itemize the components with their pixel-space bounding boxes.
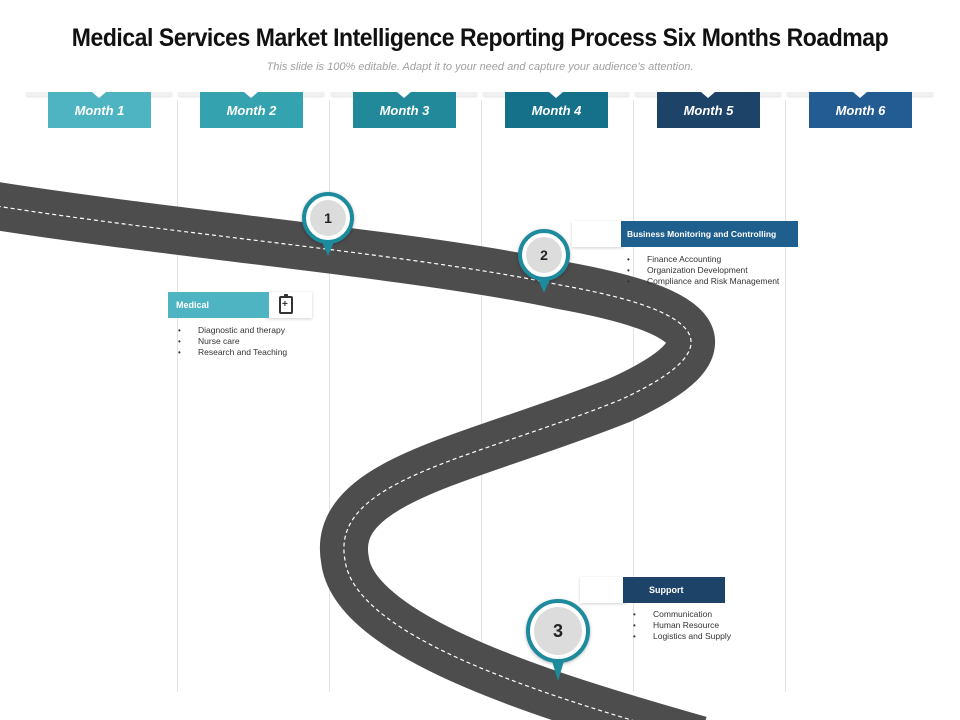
card-title: Medical <box>168 292 269 318</box>
list-item: Logistics and Supply <box>633 631 763 642</box>
card-list: Diagnostic and therapy Nurse care Resear… <box>178 325 348 358</box>
list-item: Compliance and Risk Management <box>627 276 797 287</box>
card-support: Support Communication Human Resource Log… <box>580 577 740 647</box>
month-tab-2: Month 2 <box>178 92 324 128</box>
milestone-pin-3: 3 <box>526 599 590 681</box>
month-tab-5: Month 5 <box>635 92 781 128</box>
list-item: Communication <box>633 609 763 620</box>
road-surface <box>0 182 715 720</box>
month-label: Month 6 <box>809 92 912 128</box>
milestone-pin-2: 2 <box>518 229 570 293</box>
milestone-pin-1: 1 <box>302 192 354 256</box>
month-label: Month 4 <box>505 92 608 128</box>
list-item: Diagnostic and therapy <box>178 325 348 336</box>
column-divider <box>785 100 786 692</box>
month-tab-3: Month 3 <box>331 92 477 128</box>
month-label: Month 2 <box>200 92 303 128</box>
card-title: Support <box>623 577 725 603</box>
list-item: Nurse care <box>178 336 348 347</box>
milestone-number: 3 <box>534 607 582 655</box>
month-label: Month 1 <box>48 92 151 128</box>
list-item: Finance Accounting <box>627 254 797 265</box>
month-tab-6: Month 6 <box>787 92 933 128</box>
column-divider <box>177 100 178 692</box>
card-business-monitoring: Business Monitoring and Controlling Fina… <box>572 221 798 301</box>
list-item: Organization Development <box>627 265 797 276</box>
milestone-number: 1 <box>310 200 346 236</box>
card-medical: Medical Diagnostic and therapy Nurse car… <box>168 292 328 362</box>
milestone-number: 2 <box>526 237 562 273</box>
card-list: Communication Human Resource Logistics a… <box>633 609 763 642</box>
list-item: Human Resource <box>633 620 763 631</box>
list-item: Research and Teaching <box>178 347 348 358</box>
page-title: Medical Services Market Intelligence Rep… <box>71 24 889 52</box>
page-subtitle: This slide is 100% editable. Adapt it to… <box>266 61 694 73</box>
month-label: Month 5 <box>657 92 760 128</box>
column-divider <box>481 100 482 692</box>
card-list: Finance Accounting Organization Developm… <box>627 254 797 287</box>
month-label: Month 3 <box>353 92 456 128</box>
month-tab-1: Month 1 <box>26 92 172 128</box>
month-tab-4: Month 4 <box>483 92 629 128</box>
card-title: Business Monitoring and Controlling <box>621 221 798 247</box>
clipboard-medical-icon <box>279 294 293 314</box>
column-divider <box>329 100 330 692</box>
